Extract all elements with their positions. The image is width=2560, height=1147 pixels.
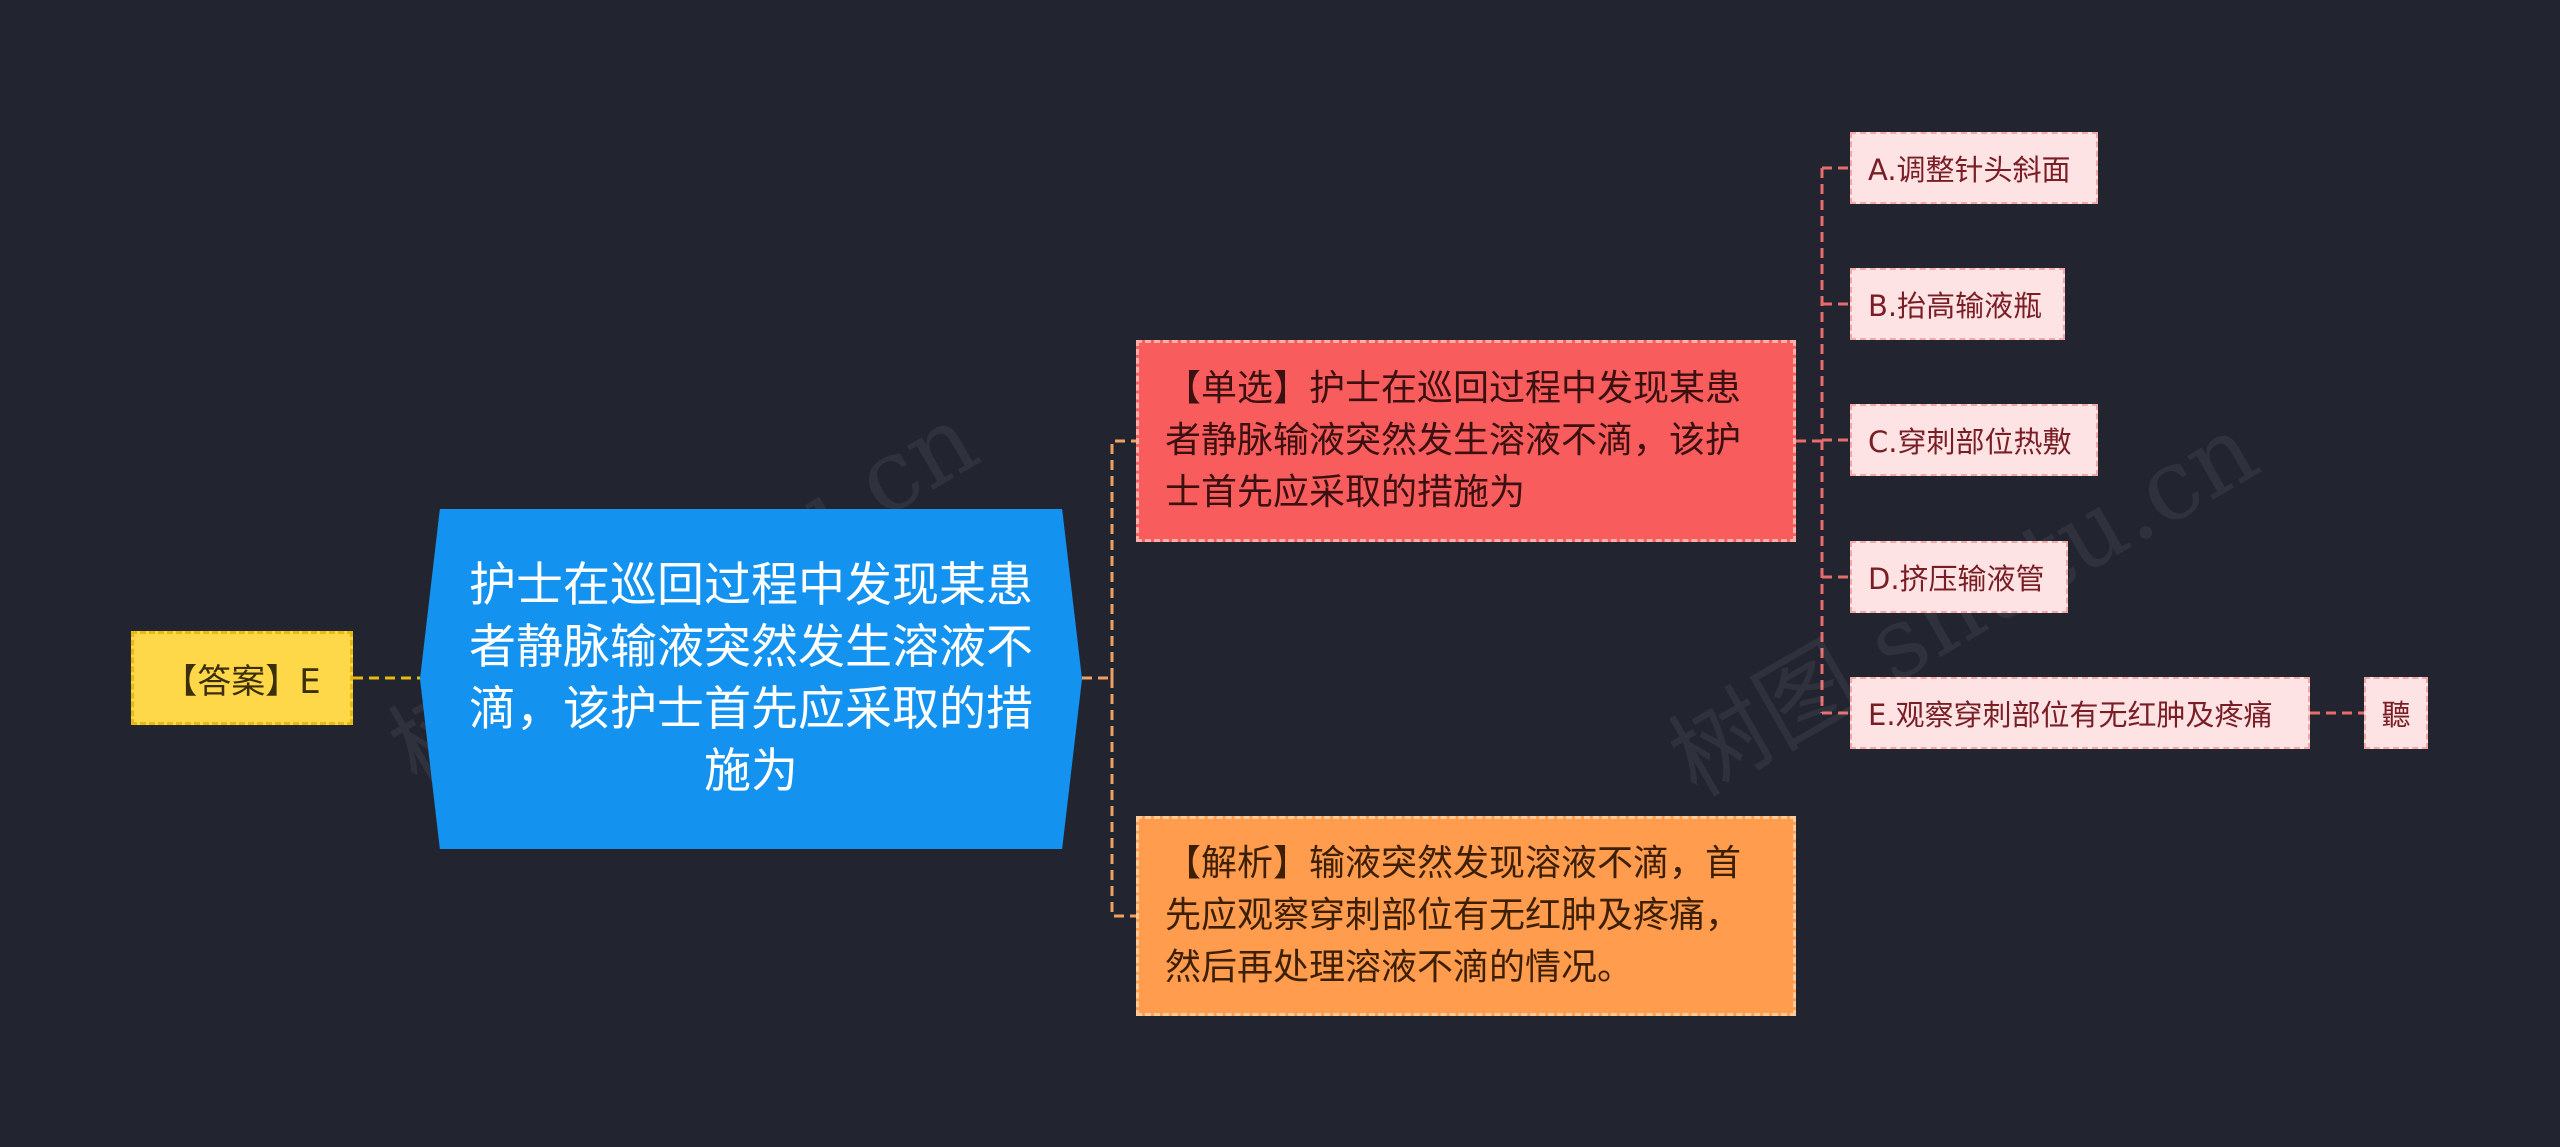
option-b-node[interactable]: B.抬高输液瓶 <box>1850 268 2065 340</box>
central-topic-node[interactable]: 护士在巡回过程中发现某患者静脉输液突然发生溶液不滴，该护士首先应采取的措施为 <box>420 509 1082 849</box>
answer-label: 【答案】E <box>163 661 321 702</box>
option-c-node[interactable]: C.穿刺部位热敷 <box>1850 404 2098 476</box>
central-topic-label: 护士在巡回过程中发现某患者静脉输液突然发生溶液不滴，该护士首先应采取的措施为 <box>469 558 1033 799</box>
option-d-node[interactable]: D.挤压输液管 <box>1850 541 2068 613</box>
option-e-label: E.观察穿刺部位有无红肿及疼痛 <box>1868 698 2273 732</box>
question-node[interactable]: 【单选】护士在巡回过程中发现某患者静脉输液突然发生溶液不滴，该护士首先应采取的措… <box>1136 340 1796 542</box>
option-e-child-label: 聽 <box>2381 698 2411 732</box>
center-to-analysis-connector <box>1110 678 1136 918</box>
analysis-label: 【解析】输液突然发现溶液不滴，首先应观察穿刺部位有无红肿及疼痛，然后再处理溶液不… <box>1165 843 1742 988</box>
answer-node[interactable]: 【答案】E <box>131 631 353 725</box>
option-a-label: A.调整针头斜面 <box>1868 153 2071 187</box>
option-b-label: B.抬高输液瓶 <box>1868 289 2043 323</box>
option-e-node[interactable]: E.观察穿刺部位有无红肿及疼痛 <box>1850 677 2310 749</box>
option-e-child-node[interactable]: 聽 <box>2364 677 2428 749</box>
option-a-node[interactable]: A.调整针头斜面 <box>1850 132 2098 204</box>
option-d-label: D.挤压输液管 <box>1868 562 2045 596</box>
question-label: 【单选】护士在巡回过程中发现某患者静脉输液突然发生溶液不滴，该护士首先应采取的措… <box>1165 368 1742 513</box>
option-c-label: C.穿刺部位热敷 <box>1868 425 2072 459</box>
analysis-node[interactable]: 【解析】输液突然发现溶液不滴，首先应观察穿刺部位有无红肿及疼痛，然后再处理溶液不… <box>1136 816 1796 1016</box>
center-to-question-connector <box>1110 439 1136 678</box>
